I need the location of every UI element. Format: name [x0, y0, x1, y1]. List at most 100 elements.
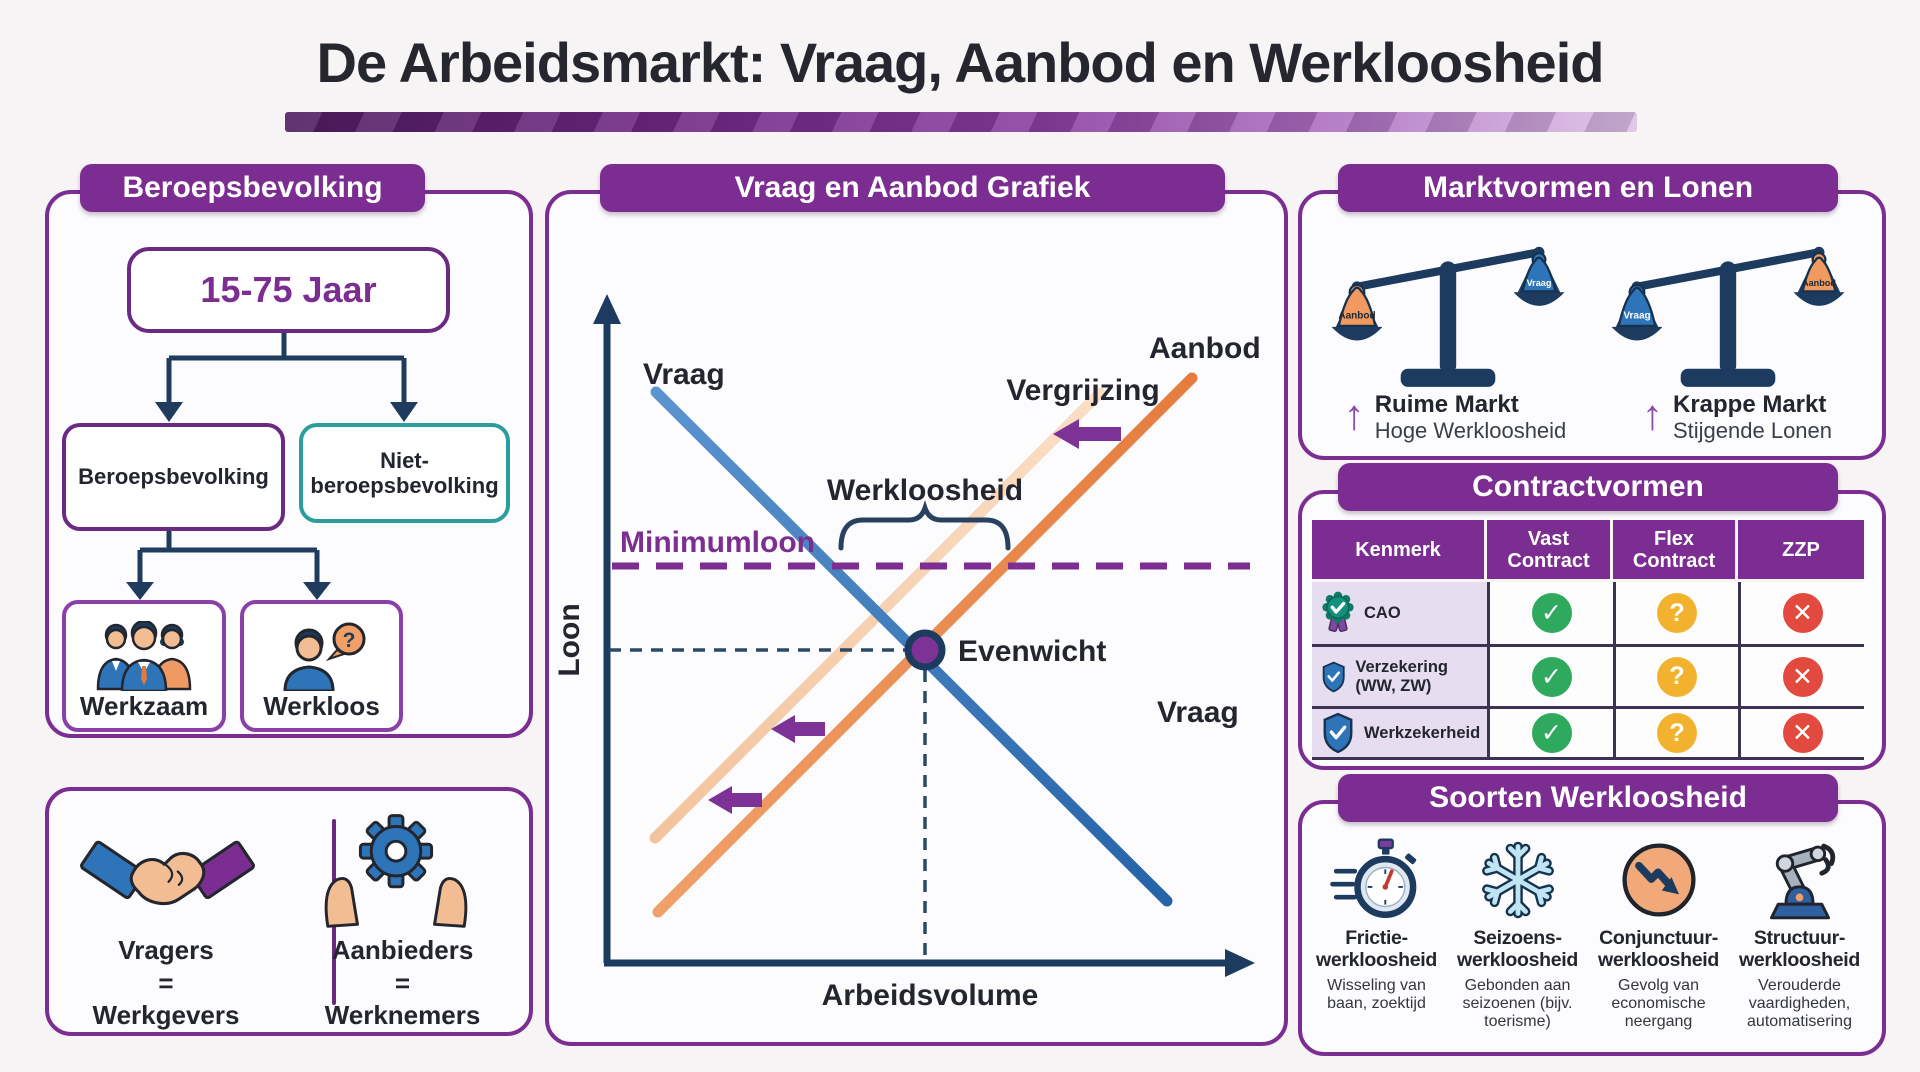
panel-market-forms	[1298, 190, 1886, 460]
item-desc: Wisseling van baan, zoektijd	[1327, 976, 1426, 1013]
rosette-badge-icon	[1322, 591, 1354, 633]
unemployment-label: Werkloosheid	[827, 474, 1023, 507]
krappe-markt-caption: ↑ Krappe Markt Stijgende Lonen	[1612, 391, 1862, 445]
scale2-high-weight-label: Aanbod	[1802, 278, 1836, 288]
shift-label: Vergrijzing	[1006, 374, 1159, 407]
vragers-equals: =	[158, 967, 174, 998]
demand-top-label: Vraag	[643, 358, 725, 391]
row-label: Verzekering (WW, ZW)	[1355, 658, 1448, 695]
krappe-markt-subtitle: Stijgende Lonen	[1672, 418, 1833, 444]
row-label: Werkzekerheid	[1364, 723, 1481, 742]
handshake-icon	[80, 840, 255, 906]
shield-check-icon	[1323, 712, 1353, 754]
aanbieders-subtitle: Werknemers	[324, 1000, 481, 1030]
supply-demand-chart: Vraag Aanbod Vergrijzing Minimumloon Wer…	[553, 294, 1261, 1012]
item-title: Frictie-werkloosheid	[1315, 927, 1438, 971]
branch-beroepsbevolking: Beroepsbevolking	[62, 423, 285, 531]
x-axis-label: Arbeidsvolume	[822, 979, 1039, 1012]
stopwatch-icon	[1330, 838, 1417, 918]
min-wage-label: Minimumloon	[620, 526, 815, 559]
vragers-subtitle: Werkgevers	[92, 1000, 240, 1030]
up-arrow-icon: ↑	[1641, 391, 1663, 438]
cell-symbol: ✕	[1782, 656, 1823, 697]
item-title: Conjunctuur-werkloosheid	[1597, 927, 1720, 971]
equilibrium-guides	[609, 648, 927, 960]
y-axis-label: Loon	[553, 603, 586, 676]
unemployment-item-frictie: Frictie-werkloosheid Wisseling van baan,…	[1306, 836, 1447, 1032]
hands-gear-icon	[324, 814, 468, 928]
item-title: Seizoens-werkloosheid	[1456, 927, 1579, 971]
equilibrium-point	[904, 629, 946, 671]
ruime-markt-caption: ↑ Ruime Markt Hoge Werkloosheid	[1330, 391, 1580, 445]
axes	[603, 316, 1233, 967]
unemployment-item-structuur: Structuur-werkloosheid Verouderde vaardi…	[1729, 836, 1870, 1032]
vragers-title: Vragers	[118, 935, 214, 965]
item-desc: Gevolg van economische neergang	[1611, 976, 1706, 1031]
chart-down-icon	[1621, 843, 1696, 917]
shield-check-icon	[1322, 661, 1345, 692]
panel-market-forms-header: Marktvormen en Lonen	[1338, 164, 1838, 212]
title-accent-bar	[285, 112, 1637, 132]
unemployment-item-conjunctuur: Conjunctuur-werkloosheid Gevolg van econ…	[1588, 836, 1729, 1032]
scale2-low-weight-label: Vraag	[1623, 311, 1650, 322]
demand-bottom-label: Vraag	[1157, 696, 1239, 729]
col-header-kenmerk: Kenmerk	[1312, 520, 1487, 582]
page-title: De Arbeidsmarkt: Vraag, Aanbod en Werklo…	[316, 31, 1605, 94]
cell-symbol: ✕	[1782, 713, 1823, 753]
ruime-markt-title: Ruime Markt	[1374, 391, 1519, 418]
up-arrow-icon: ↑	[1343, 391, 1365, 438]
werkloos-label: Werkloos	[263, 691, 380, 721]
contracts-table: Kenmerk Vast Contract Flex Contract ZZP …	[1312, 520, 1864, 760]
scale1-high-weight-label: Vraag	[1527, 278, 1552, 288]
table-row-verzekering-label: Verzekering (WW, ZW)	[1312, 644, 1487, 706]
age-range-box: 15-75 Jaar	[127, 247, 450, 333]
item-title: Structuur-werkloosheid	[1738, 927, 1861, 971]
cell-symbol: ?	[1657, 656, 1697, 697]
werkloos-box: ? Werkloos	[240, 600, 403, 732]
balance-scale-ruime-markt: Aanbod Vraag	[1331, 246, 1565, 387]
cell-symbol: ✓	[1531, 656, 1572, 697]
cell-symbol: ?	[1657, 593, 1697, 633]
col-header-vast: Vast Contract	[1487, 520, 1613, 582]
unemployment-items: Frictie-werkloosheid Wisseling van baan,…	[1306, 836, 1870, 1032]
scale1-low-weight-label: Aanbod	[1338, 311, 1375, 322]
table-row-cao-label: CAO	[1312, 582, 1487, 644]
svg-text:?: ?	[342, 629, 355, 652]
equilibrium-label: Evenwicht	[958, 635, 1106, 668]
supply-label: Aanbod	[1149, 332, 1261, 365]
ruime-markt-subtitle: Hoge Werkloosheid	[1374, 418, 1567, 444]
cell-symbol: ✓	[1531, 593, 1572, 633]
col-header-zzp: ZZP	[1738, 520, 1864, 582]
flowchart-connectors	[126, 325, 418, 600]
krappe-markt-title: Krappe Markt	[1672, 391, 1827, 418]
aanbieders-equals: =	[394, 967, 411, 998]
x-axis-arrow	[1225, 949, 1255, 977]
aanbieders-block: Aanbieders = Werknemers	[300, 934, 505, 1032]
col-header-flex: Flex Contract	[1613, 520, 1738, 582]
balance-scale-krappe-markt: Vraag Aanbod	[1611, 246, 1845, 387]
robot-arm-icon	[1769, 843, 1835, 920]
werkzaam-label: Werkzaam	[79, 691, 209, 721]
item-desc: Verouderde vaardigheden, automatisering	[1747, 976, 1852, 1031]
cell-symbol: ✕	[1782, 593, 1823, 633]
cell-symbol: ?	[1657, 713, 1697, 753]
y-axis-arrow	[593, 294, 621, 324]
workers-icon	[96, 621, 192, 691]
branch-niet-beroepsbevolking: Niet-beroepsbevolking	[299, 423, 510, 523]
snowflake-icon	[1481, 841, 1554, 919]
werkzaam-box: Werkzaam	[62, 600, 226, 732]
vragers-block: Vragers = Werkgevers	[60, 934, 272, 1032]
row-label: CAO	[1364, 603, 1401, 622]
jobless-person-icon: ?	[282, 622, 365, 691]
cell-symbol: ✓	[1531, 713, 1572, 753]
aanbieders-title: Aanbieders	[331, 935, 474, 965]
panel-beroepsbevolking-header: Beroepsbevolking	[80, 164, 425, 212]
panel-graph-header: Vraag en Aanbod Grafiek	[600, 164, 1225, 212]
panel-contracts-header: Contractvormen	[1338, 463, 1838, 511]
item-desc: Gebonden aan seizoenen (bijv. toerisme)	[1462, 976, 1573, 1031]
shift-left-arrows	[708, 419, 1121, 814]
panel-unemployment-header: Soorten Werkloosheid	[1338, 774, 1838, 822]
unemployment-item-seizoens: Seizoens-werkloosheid Gebonden aan seizo…	[1447, 836, 1588, 1032]
unemployment-brace	[838, 500, 1011, 551]
